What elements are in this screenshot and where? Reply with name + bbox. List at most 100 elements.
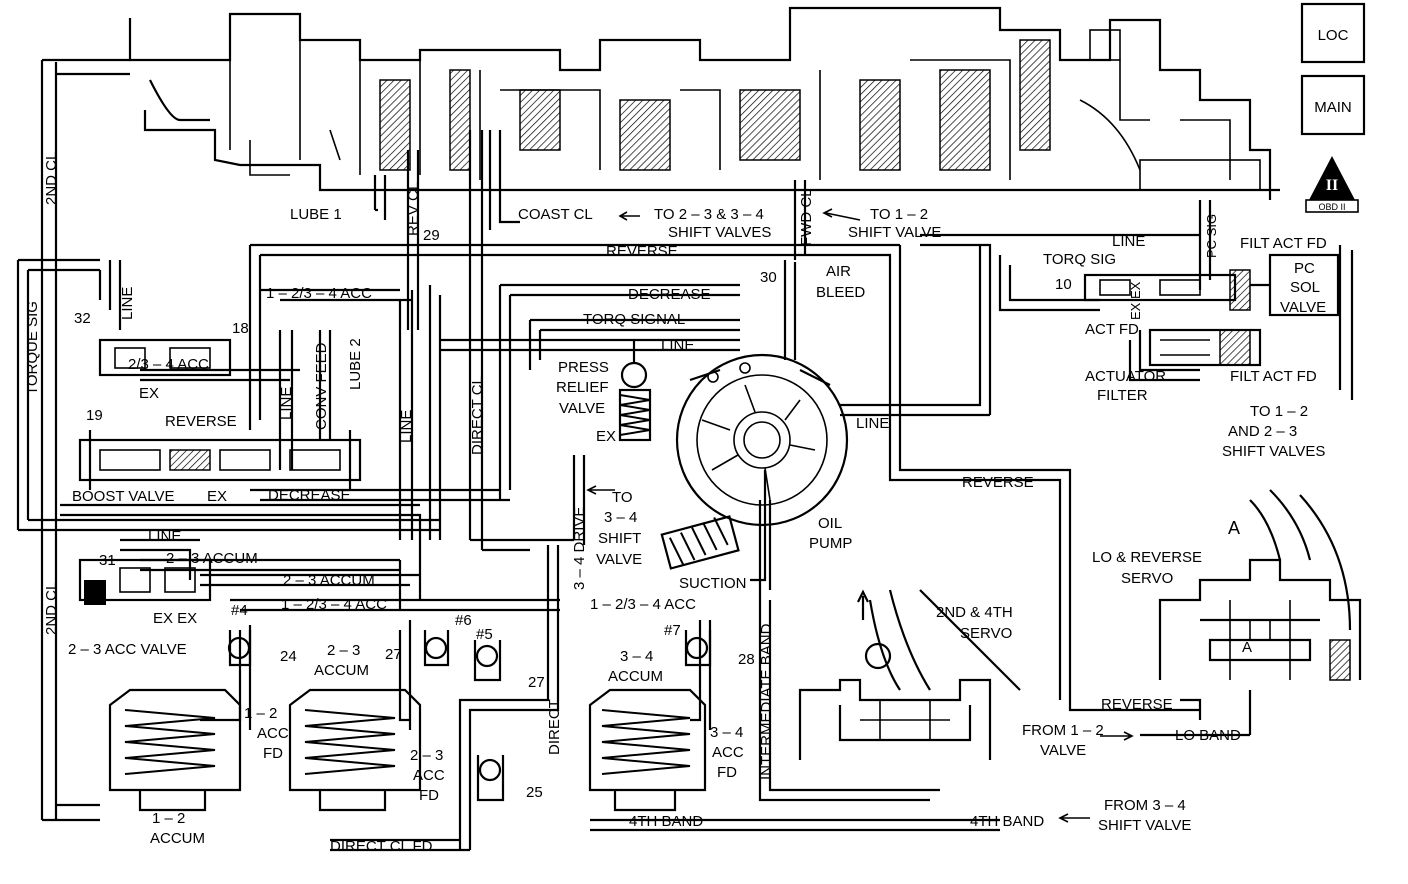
label-servo-24-b: SERVO (960, 625, 1012, 642)
label-acc-23-fd-b: ACC (413, 767, 445, 784)
check-ball-5 (475, 644, 499, 668)
loc-button[interactable]: LOC (1300, 2, 1366, 64)
label-shift-valve: SHIFT VALVE (848, 224, 941, 241)
label-lo-band: LO BAND (1175, 727, 1241, 744)
label-acc-234: 2/3 – 4 ACC (128, 356, 209, 373)
hydraulic-passages (16, 58, 1354, 852)
label-bleed: BLEED (816, 284, 865, 301)
label-valve: VALVE (1280, 299, 1326, 316)
label-24: 24 (280, 648, 297, 665)
label-relief: RELIEF (556, 379, 609, 396)
label-from-12-a: FROM 1 – 2 (1022, 722, 1104, 739)
label-line-left: LINE (119, 287, 136, 320)
label-to-23-34: TO 2 – 3 & 3 – 4 (654, 206, 764, 223)
label-servo-24-a: 2ND & 4TH (936, 604, 1013, 621)
label-a-big: A (1228, 518, 1240, 538)
transmission-cross-section (128, 6, 1280, 200)
label-acc-34-fd-c: FD (717, 764, 737, 781)
flow-arrows (586, 208, 1134, 823)
label-filter: FILTER (1097, 387, 1148, 404)
label-acc-12-fd-b: ACC (257, 725, 289, 742)
acc-valve-23 (78, 558, 212, 605)
actuator-filter (1148, 328, 1262, 367)
label-to-12-right: TO 1 – 2 (1250, 403, 1308, 420)
label-accum-23-b: 2 – 3 ACCUM (283, 572, 375, 589)
label-27a: 27 (385, 646, 402, 663)
label-air: AIR (826, 263, 851, 280)
label-filt-act-fd-top: FILT ACT FD (1240, 235, 1327, 252)
label-line-mid: LINE (661, 337, 694, 354)
accum-34 (588, 688, 707, 812)
label-fwd-cl: FWD CL (798, 189, 815, 247)
label-ex-1: EX (139, 385, 159, 402)
label-ex-ex-right: EX EX (1128, 281, 1143, 320)
label-intermediate-band: INTERMEDIATE BAND (758, 623, 775, 780)
label-drive-34: 3 – 4 DRIVE (571, 507, 588, 590)
label-pc: PC (1294, 260, 1315, 277)
label-accum-23-label-b: ACCUM (314, 662, 369, 679)
label-2nd-cl-bottom: 2ND CL (43, 582, 60, 635)
label-pc-sig: PC SIG (1204, 214, 1219, 258)
label-ex-ex-low: EX EX (153, 610, 197, 627)
label-from-12-b: VALVE (1040, 742, 1086, 759)
label-boost-valve: BOOST VALVE (72, 488, 175, 505)
label-press: PRESS (558, 359, 609, 376)
label-and-23: AND 2 – 3 (1228, 423, 1297, 440)
label-27b: 27 (528, 674, 545, 691)
label-accum-34-a: 3 – 4 (620, 648, 653, 665)
label-28: 28 (738, 651, 755, 668)
label-lube2: LUBE 2 (347, 338, 364, 390)
label-29: 29 (423, 227, 440, 244)
label-line-low: LINE (148, 528, 181, 545)
label-4th-band-r: 4TH BAND (970, 813, 1044, 830)
label-ex-boost: EX (207, 488, 227, 505)
label-lube1: LUBE 1 (290, 206, 342, 223)
label-torq-signal: TORQ SIGNAL (583, 311, 685, 328)
label-ex-press: EX (596, 428, 616, 445)
label-reverse-bot: REVERSE (1101, 696, 1173, 713)
main-button[interactable]: MAIN (1300, 74, 1366, 136)
label-lo-rev-servo-b: SERVO (1121, 570, 1173, 587)
label-torq-sig: TORQ SIG (1043, 251, 1116, 268)
label-32: 32 (74, 310, 91, 327)
label-acc-12-fd-a: 1 – 2 (244, 705, 277, 722)
label-18: 18 (232, 320, 249, 337)
label-direct: DIRECT (546, 699, 563, 755)
label-acc-valve-23: 2 – 3 ACC VALVE (68, 641, 187, 658)
label-torque-sig: TORQUE SIG (24, 301, 41, 395)
accum-12 (108, 688, 242, 812)
label-31: 31 (99, 552, 116, 569)
label-line-tr: LINE (1112, 233, 1145, 250)
label-coast-cl: COAST CL (518, 206, 593, 223)
svg-text:II: II (1326, 177, 1338, 194)
label-check-7: #7 (664, 622, 681, 639)
oil-pump (660, 353, 849, 570)
label-reverse-top: REVERSE (606, 243, 678, 260)
label-to-34-d: VALVE (596, 551, 642, 568)
label-2nd-cl-top: 2ND CL (43, 152, 60, 205)
pc-solenoid-valve (1083, 253, 1340, 317)
label-a-servo: A (1242, 639, 1252, 656)
label-to-34-b: 3 – 4 (604, 509, 637, 526)
label-to-34-a: TO (612, 489, 633, 506)
label-reverse-right: REVERSE (962, 474, 1034, 491)
label-to-34-c: SHIFT (598, 530, 641, 547)
pressure-relief-valve (618, 340, 652, 442)
label-sol: SOL (1290, 279, 1320, 296)
label-acc-1234: 1 – 2/3 – 4 ACC (266, 285, 372, 302)
label-act-fd: ACT FD (1085, 321, 1139, 338)
label-line-vert: LINE (278, 387, 295, 420)
label-30: 30 (760, 269, 777, 286)
label-valve-press: VALVE (559, 400, 605, 417)
label-acc-1234-mid: 1 – 2/3 – 4 ACC (590, 596, 696, 613)
lo-reverse-servo (1158, 489, 1362, 681)
loc-button-label: LOC (1318, 27, 1349, 44)
label-25: 25 (526, 784, 543, 801)
label-accum-23-a: 2 – 3 ACCUM (166, 550, 258, 567)
label-line-vert2: LINE (398, 410, 415, 443)
label-acc-12-fd-c: FD (263, 745, 283, 762)
label-suction: SUCTION (679, 575, 747, 592)
label-from-34-b: SHIFT VALVE (1098, 817, 1191, 834)
label-check-4: #4 (231, 602, 248, 619)
